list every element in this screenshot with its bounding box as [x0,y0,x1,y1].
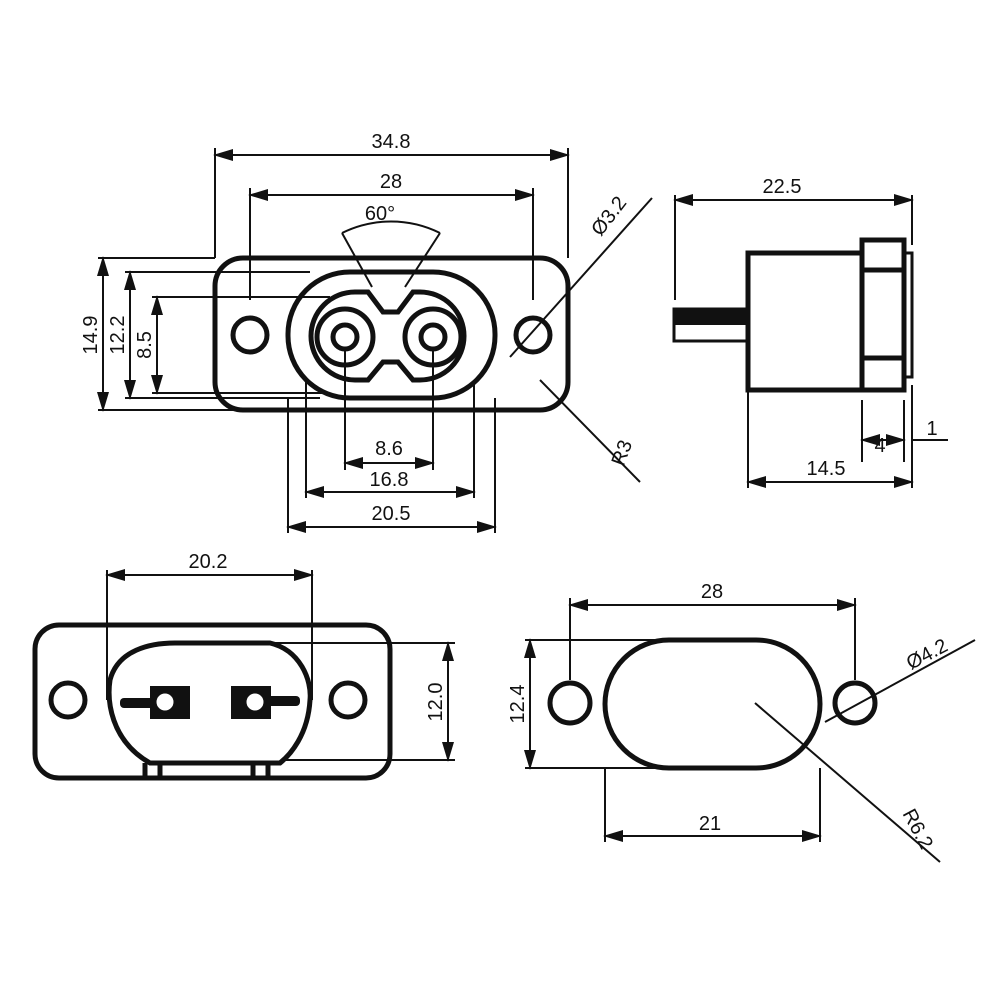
dim-hole-spacing: 28 [380,171,402,193]
dim-body-length: 14.5 [807,458,846,480]
dim-cutout-hole-diameter: Ø4.2 [903,635,952,675]
dim-overall-length: 22.5 [763,176,802,198]
rear-view: 20.2 12.0 [32,551,455,781]
dim-flange: 4 [874,435,885,457]
dim-cutout-width: 21 [699,813,721,835]
dim-rear-body-width: 20.2 [189,551,228,573]
dim-inner-width: 16.8 [370,469,409,491]
dim-corner-radius: R3 [608,437,637,469]
dim-body-width: 20.5 [372,503,411,525]
side-view: 22.5 14.5 4 1 [672,176,948,488]
panel-cutout-view: 28 12.4 21 Ø4.2 R6.2 [507,581,976,863]
dim-cutout-hole-spacing: 28 [701,581,723,603]
dim-cutout-height: 12.4 [507,685,529,724]
dim-hole-diameter: Ø3.2 [587,192,631,240]
dim-body-height: 12.2 [107,316,129,355]
dim-rear-body-height: 12.0 [425,683,447,722]
dim-plate: 1 [926,418,937,440]
dim-overall-width: 34.8 [372,131,411,153]
front-view: 34.8 28 60° Ø3.2 14.9 12.2 8.5 8.6 16.8 … [80,131,653,533]
dim-pin-spacing: 8.6 [375,438,403,460]
dim-cutout-radius: R6.2 [898,805,937,853]
dim-angle: 60° [365,203,395,225]
dim-inner-height: 8.5 [134,331,156,359]
dim-overall-height: 14.9 [80,316,102,355]
